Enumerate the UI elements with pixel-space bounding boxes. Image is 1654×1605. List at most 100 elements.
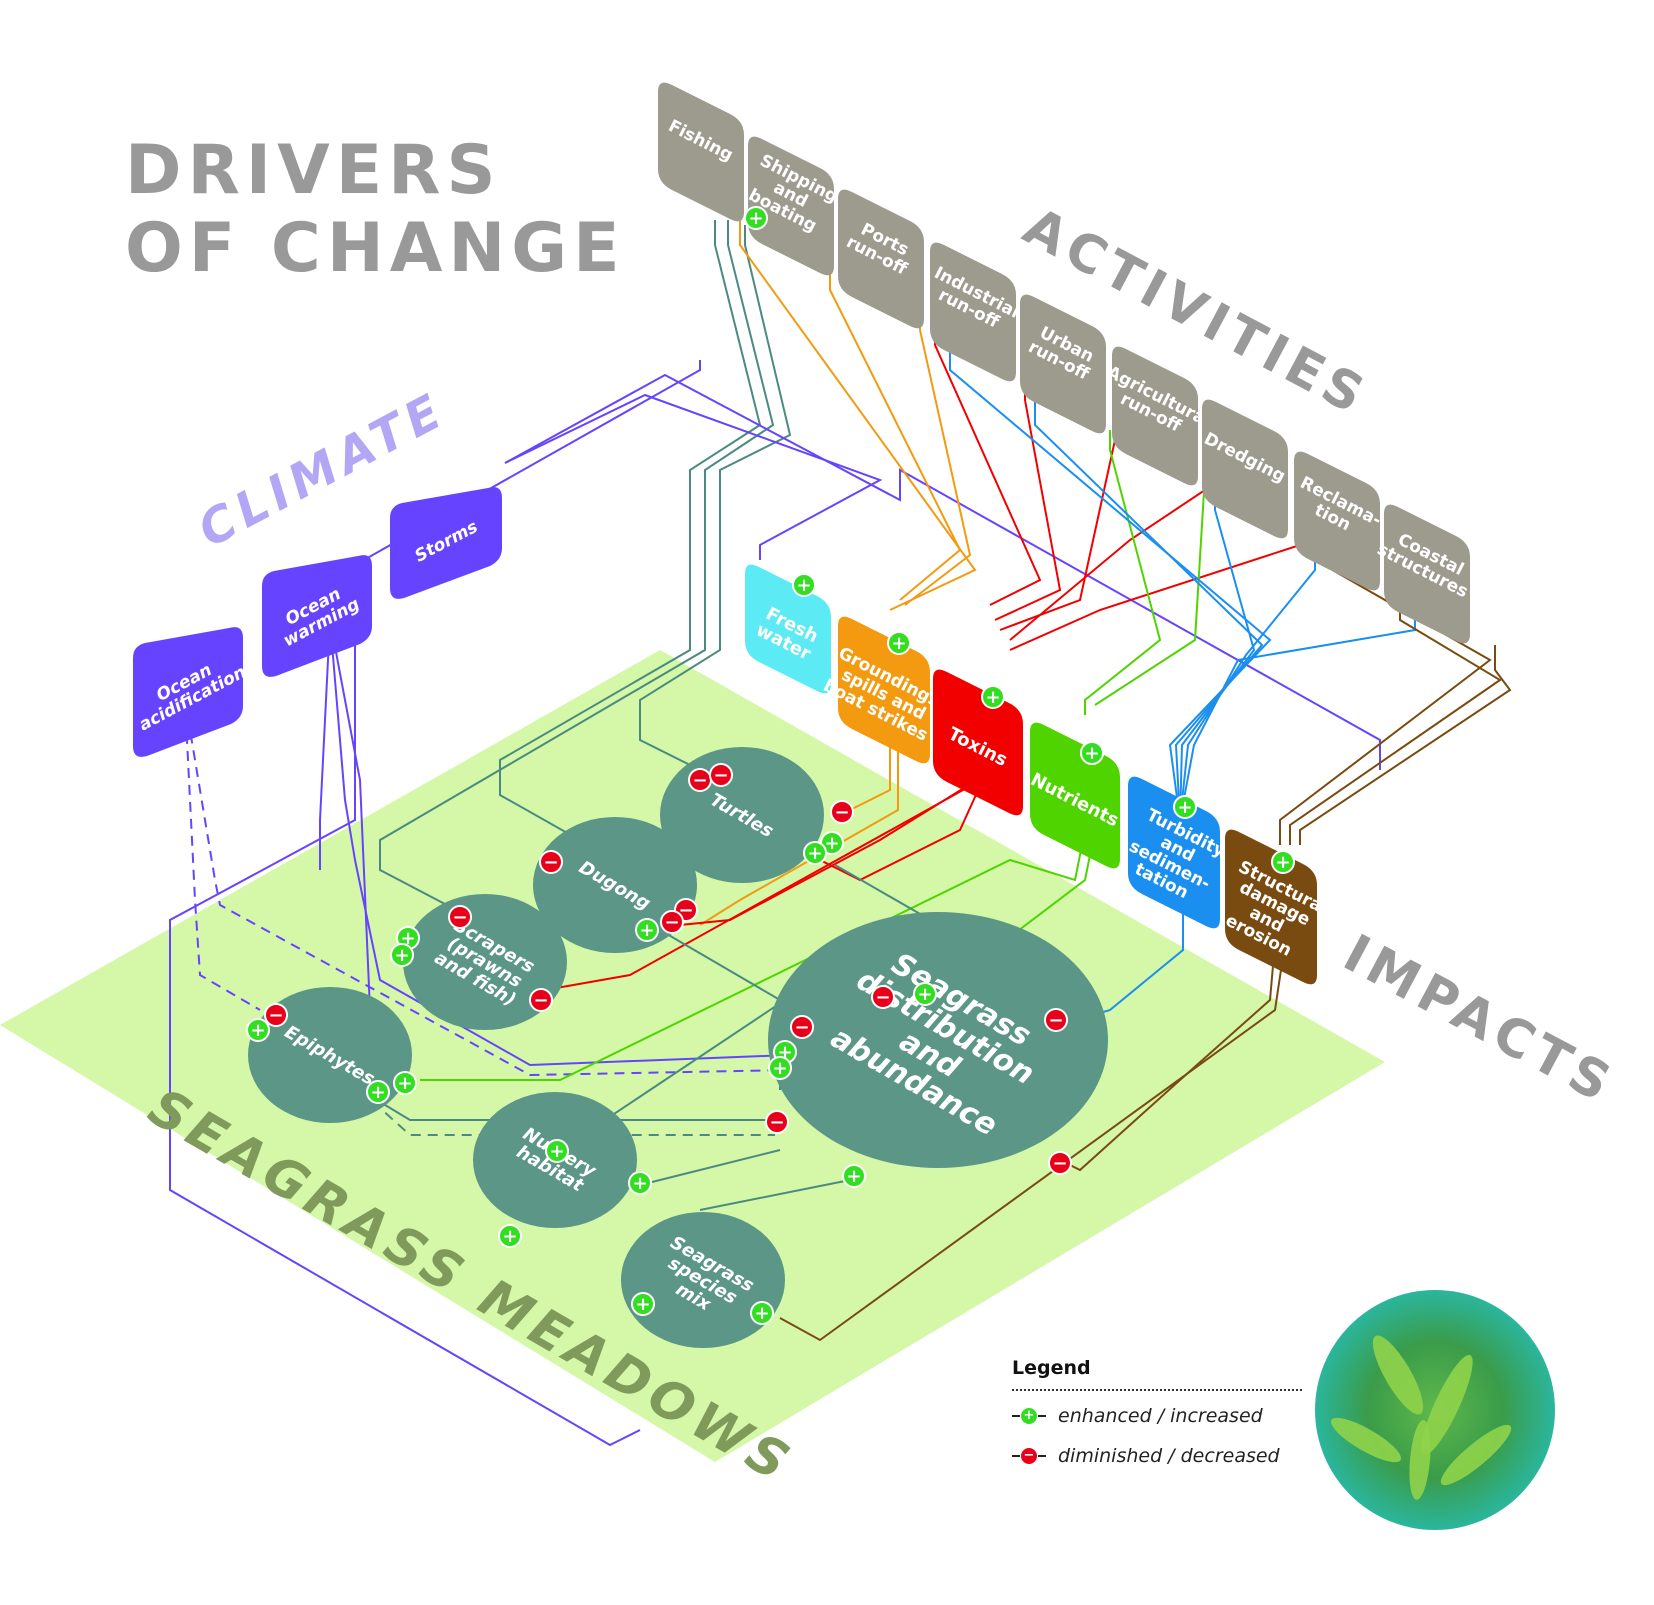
activity-agricultural-run-off bbox=[1112, 346, 1198, 486]
plus-badge-icon: + bbox=[393, 1071, 417, 1095]
badge-circle bbox=[768, 1056, 792, 1080]
badge-circle bbox=[498, 1224, 522, 1248]
badge-symbol: + bbox=[846, 1166, 861, 1187]
link-warming-a bbox=[319, 619, 331, 870]
plus-badge-icon: + bbox=[1271, 850, 1295, 874]
badge-circle bbox=[264, 1003, 288, 1027]
badge-symbol: + bbox=[250, 1020, 265, 1041]
badge-circle bbox=[529, 988, 553, 1012]
minus-badge-icon: − bbox=[830, 800, 854, 824]
activity-reclamation bbox=[1294, 451, 1380, 591]
impacts-title: IMPACTS bbox=[1334, 924, 1625, 1117]
minus-badge-icon: − bbox=[539, 850, 563, 874]
badge-symbol: + bbox=[748, 208, 763, 229]
badge-symbol: + bbox=[549, 1141, 564, 1162]
minus-badge-icon: − bbox=[765, 1110, 789, 1134]
badge-circle bbox=[709, 763, 733, 787]
minus-badge-icon: − bbox=[660, 910, 684, 934]
minus-badge-icon: − bbox=[790, 1015, 814, 1039]
badge-circle bbox=[1173, 795, 1197, 819]
badge-symbol: + bbox=[1177, 797, 1192, 818]
badge-symbol: + bbox=[1275, 852, 1290, 873]
seagrass-meadow-plane bbox=[0, 650, 1385, 1462]
link-coastal-structural bbox=[1299, 645, 1512, 845]
link-warming-epiphytes bbox=[329, 619, 371, 1011]
badge-circle bbox=[545, 1139, 569, 1163]
badge-symbol: + bbox=[796, 575, 811, 596]
main-title-line2: OF CHANGE bbox=[125, 209, 626, 288]
plus-badge-icon: + bbox=[1173, 795, 1197, 819]
minus-badge-icon: − bbox=[264, 1003, 288, 1027]
badge-symbol: + bbox=[639, 920, 654, 941]
connection-lines bbox=[169, 220, 1512, 1447]
plus-badge-icon: + bbox=[628, 1171, 652, 1195]
plus-badge-icon: + bbox=[631, 1292, 655, 1316]
link-nursery-seagrass bbox=[639, 1149, 781, 1186]
badge-circle bbox=[790, 1015, 814, 1039]
badge-circle bbox=[628, 1171, 652, 1195]
badge-circle bbox=[887, 631, 911, 655]
badge-symbol: − bbox=[452, 907, 467, 928]
badge-circle bbox=[635, 918, 659, 942]
link-storms-structural bbox=[504, 373, 1381, 770]
badge-symbol: − bbox=[664, 912, 679, 933]
impact-groundings bbox=[838, 616, 930, 764]
plus-badge-icon: + bbox=[842, 1164, 866, 1188]
minus-badge-icon: − bbox=[1012, 1447, 1046, 1465]
plus-badge-icon: + bbox=[366, 1080, 390, 1104]
badge-circle bbox=[1080, 741, 1104, 765]
legend-divider bbox=[1012, 1389, 1302, 1391]
activity-shipping-boating bbox=[748, 136, 834, 276]
badge-symbol: − bbox=[1052, 1153, 1067, 1174]
link-agri-nutrients bbox=[1094, 474, 1206, 706]
badge-symbol: − bbox=[692, 770, 707, 791]
badge-symbol: − bbox=[268, 1005, 283, 1026]
plus-badge-icon: + bbox=[1080, 741, 1104, 765]
plus-badge-icon: + bbox=[635, 918, 659, 942]
badge-circle bbox=[1048, 1151, 1072, 1175]
badge-symbol: − bbox=[794, 1017, 809, 1038]
plus-badge-icon: + bbox=[913, 982, 937, 1006]
main-title-line1: DRIVERS bbox=[125, 131, 502, 210]
badge-symbol: + bbox=[397, 1073, 412, 1094]
legend-item-enhanced: + enhanced / increased bbox=[1012, 1405, 1302, 1427]
climate-ocean-warming bbox=[262, 555, 372, 677]
badge-symbol: + bbox=[772, 1058, 787, 1079]
plus-badge-icon: + bbox=[887, 631, 911, 655]
badge-symbol: − bbox=[1048, 1010, 1063, 1031]
badge-symbol: − bbox=[533, 990, 548, 1011]
link-storms-species bbox=[169, 360, 701, 1447]
link-storms-freshwater bbox=[504, 393, 883, 560]
activity-dredging bbox=[1202, 399, 1288, 539]
badge-circle bbox=[1271, 850, 1295, 874]
badge-symbol: + bbox=[502, 1226, 517, 1247]
node-scrapers bbox=[403, 894, 567, 1030]
legend: Legend + enhanced / increased − diminish… bbox=[1012, 1357, 1302, 1485]
impact-turbidity bbox=[1128, 776, 1220, 929]
badge-symbol: + bbox=[824, 833, 839, 854]
main-title: DRIVERS OF CHANGE bbox=[125, 132, 626, 288]
impact-fresh-water bbox=[745, 564, 831, 694]
plus-badge-icon: + bbox=[390, 943, 414, 967]
plus-badge-icon: + bbox=[1012, 1407, 1046, 1425]
badge-symbol: − bbox=[769, 1112, 784, 1133]
badge-circle bbox=[842, 1164, 866, 1188]
badge-symbol: − bbox=[875, 987, 890, 1008]
badge-symbol: + bbox=[891, 633, 906, 654]
link-fishing-turtles bbox=[639, 225, 792, 771]
link-shipping-groundings bbox=[829, 260, 962, 601]
badge-circle bbox=[830, 800, 854, 824]
badge-symbol: + bbox=[917, 984, 932, 1005]
badge-symbol: − bbox=[713, 765, 728, 786]
link-warming-seagrass bbox=[329, 619, 791, 1067]
link-acid-epiphytes bbox=[184, 699, 261, 1011]
badge-symbol: + bbox=[394, 945, 409, 966]
activity-urban-run-off bbox=[1020, 294, 1106, 434]
badge-circle bbox=[803, 841, 827, 865]
plus-badge-icon: + bbox=[744, 206, 768, 230]
badge-circle bbox=[981, 685, 1005, 709]
badge-circle bbox=[393, 1071, 417, 1095]
node-seagrass-species-mix bbox=[621, 1212, 785, 1348]
